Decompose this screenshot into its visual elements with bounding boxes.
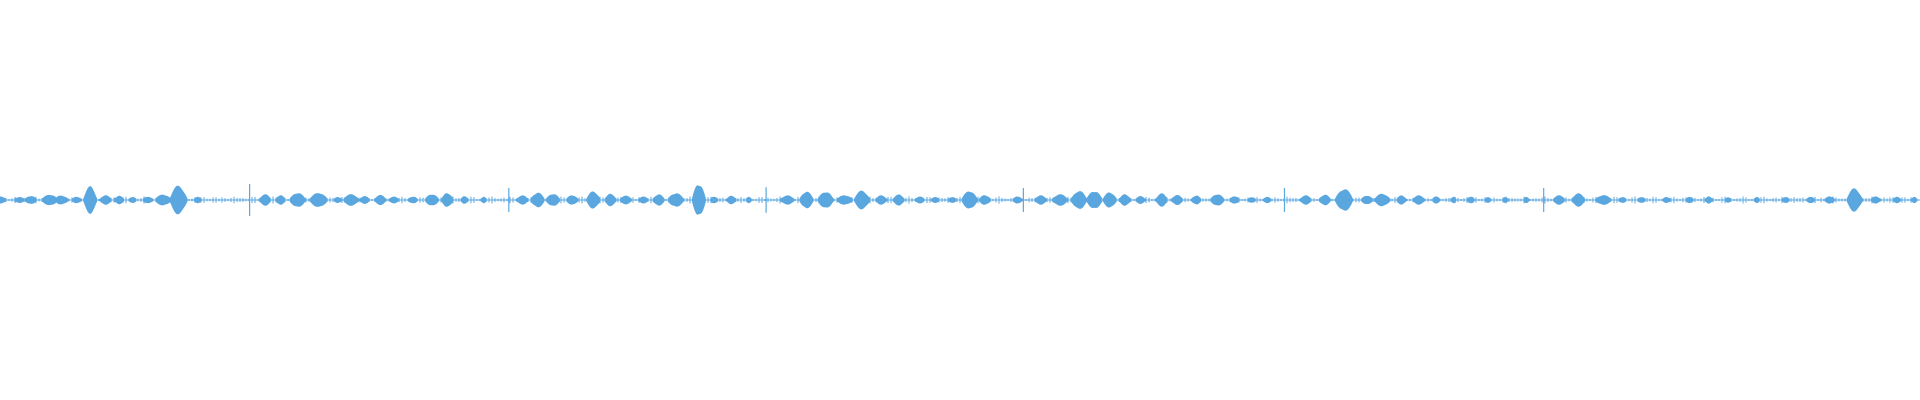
waveform-burst <box>289 193 306 207</box>
waveform-burst <box>1247 197 1256 203</box>
waveform-burst <box>961 191 978 209</box>
waveform-burst <box>1502 197 1509 203</box>
waveform-burst <box>54 195 69 205</box>
waveform-burst <box>99 195 112 205</box>
waveform-burst <box>1595 195 1612 205</box>
waveform-burst <box>1781 197 1790 203</box>
waveform-burst <box>1662 197 1671 203</box>
waveform-burst <box>1523 197 1530 203</box>
waveform-burst <box>309 193 328 207</box>
waveform-burst <box>275 195 286 205</box>
waveform-burst <box>1318 194 1331 206</box>
waveform-burst <box>24 196 37 204</box>
waveform-burst <box>546 194 560 206</box>
waveform-burst <box>854 190 871 210</box>
waveform-burst <box>374 194 387 206</box>
waveform-burst <box>799 191 814 209</box>
waveform-burst <box>14 197 25 203</box>
waveform-burst <box>1846 188 1863 212</box>
waveform-burst <box>1704 196 1713 204</box>
waveform-burst <box>948 197 957 203</box>
waveform-burst <box>586 191 601 209</box>
waveform-burst <box>1618 197 1627 203</box>
waveform-burst <box>1051 194 1068 206</box>
waveform-burst <box>780 195 795 205</box>
waveform-burst <box>1263 196 1272 204</box>
waveform-burst <box>1171 195 1183 205</box>
waveform-burst <box>619 195 632 205</box>
waveform-burst <box>1155 193 1168 207</box>
waveform-spikes <box>0 184 1918 216</box>
waveform-burst <box>155 194 172 206</box>
waveform-burst <box>892 194 905 206</box>
waveform-burst <box>142 196 153 204</box>
waveform-burst <box>1191 195 1202 205</box>
waveform-burst <box>1870 196 1881 204</box>
waveform-burst <box>875 195 888 205</box>
waveform-burst <box>817 192 834 208</box>
waveform-burst <box>1361 195 1373 205</box>
waveform-burst <box>114 195 124 205</box>
waveform-burst <box>604 193 617 207</box>
waveform-burst <box>1229 196 1240 204</box>
waveform-burst <box>1299 195 1312 205</box>
waveform-burst <box>169 185 188 215</box>
waveform-burst <box>979 195 991 205</box>
waveform-burst <box>914 196 925 204</box>
waveform-burst <box>1637 197 1646 203</box>
waveform-burst <box>530 192 545 208</box>
waveform-burst <box>566 195 579 205</box>
waveform-burst <box>836 195 853 205</box>
waveform-burst <box>667 193 684 207</box>
waveform-burst <box>1806 196 1815 204</box>
waveform-burst <box>931 197 939 203</box>
waveform-burst <box>1210 194 1225 206</box>
waveform-burst <box>359 196 370 204</box>
waveform-burst <box>1374 193 1391 207</box>
waveform-burst <box>333 197 342 203</box>
waveform-burst <box>259 194 271 206</box>
waveform-burst <box>652 194 665 206</box>
waveform-burst <box>407 196 418 204</box>
waveform-burst <box>1432 196 1441 204</box>
waveform-burst <box>1553 195 1565 205</box>
waveform-burst <box>480 196 487 204</box>
waveform-burst <box>638 196 649 204</box>
waveform-burst <box>1893 196 1901 204</box>
waveform-burst <box>1396 195 1407 205</box>
waveform-burst <box>71 196 82 204</box>
waveform-burst <box>1071 191 1087 209</box>
waveform-burst <box>1086 191 1103 209</box>
